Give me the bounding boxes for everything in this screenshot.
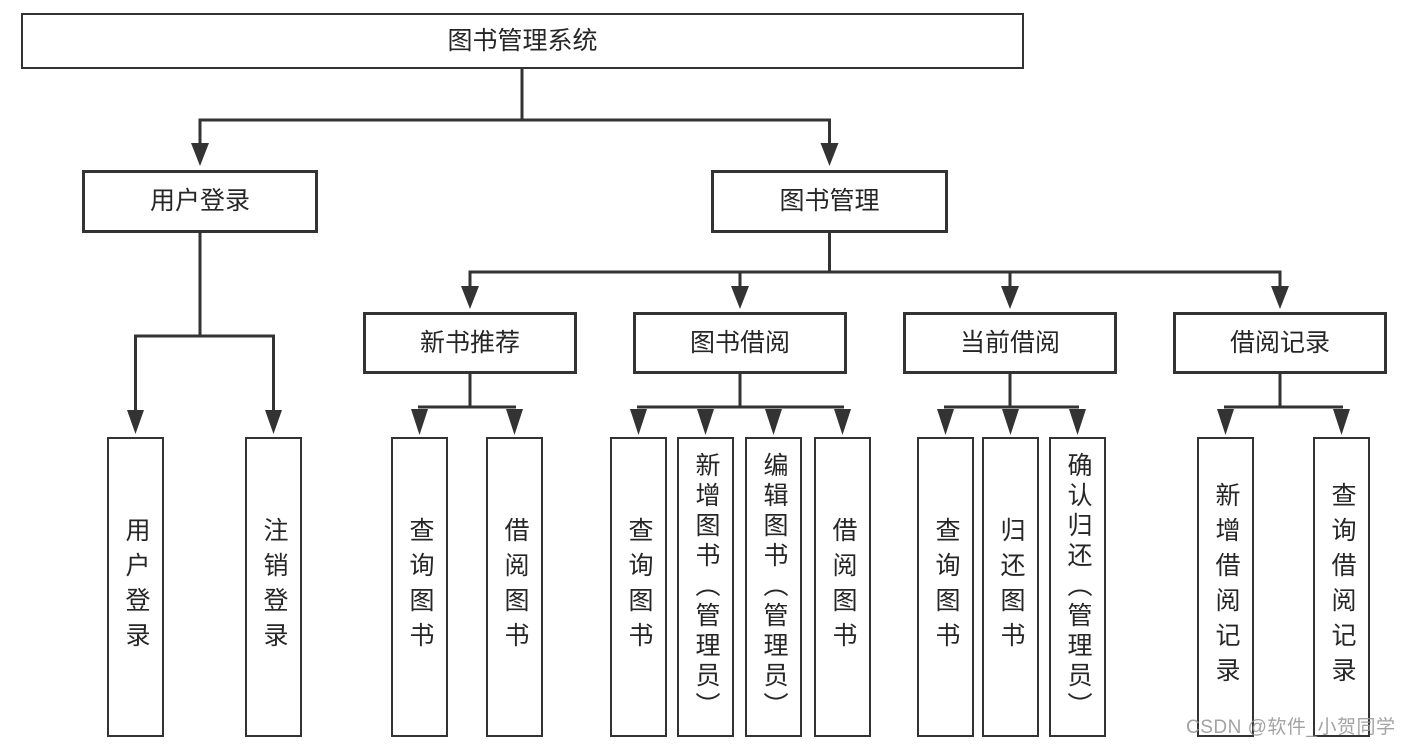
node-book-management: 图书管理 — [711, 170, 948, 233]
leaf-edit-book-admin-label: 编辑图书（管理员） — [760, 452, 788, 722]
leaf-return-book-label: 归还图书 — [997, 517, 1025, 657]
leaf-query-books-recommend-label: 查询图书 — [406, 517, 434, 657]
node-book-borrow-label: 图书借阅 — [689, 328, 790, 357]
leaf-user-login: 用户登录 — [107, 437, 164, 737]
node-borrow-records-label: 借阅记录 — [1229, 328, 1330, 357]
node-borrow-records: 借阅记录 — [1173, 312, 1387, 374]
node-user-login: 用户登录 — [82, 170, 318, 233]
node-new-book-recommend: 新书推荐 — [363, 312, 577, 374]
node-book-borrow: 图书借阅 — [633, 312, 847, 374]
leaf-add-book-admin-label: 新增图书（管理员） — [692, 452, 720, 722]
leaf-logout-label: 注销登录 — [260, 517, 288, 657]
leaf-confirm-return-admin: 确认归还（管理员） — [1049, 437, 1106, 737]
leaf-logout: 注销登录 — [245, 437, 302, 737]
leaf-user-login-label: 用户登录 — [122, 517, 150, 657]
node-root-label: 图书管理系统 — [447, 26, 598, 55]
leaf-query-books-current: 查询图书 — [917, 437, 974, 737]
node-current-borrow-label: 当前借阅 — [959, 328, 1060, 357]
node-current-borrow: 当前借阅 — [903, 312, 1117, 374]
csdn-watermark: CSDN @软件_小贺同学 — [1186, 717, 1396, 738]
leaf-query-books-current-label: 查询图书 — [932, 517, 960, 657]
leaf-query-books-recommend: 查询图书 — [391, 437, 448, 737]
leaf-confirm-return-admin-label: 确认归还（管理员） — [1064, 452, 1092, 722]
leaf-add-borrow-record: 新增借阅记录 — [1197, 437, 1254, 737]
node-new-book-recommend-label: 新书推荐 — [419, 328, 520, 357]
leaf-borrow-books-label: 借阅图书 — [829, 517, 857, 657]
leaf-query-borrow-record: 查询借阅记录 — [1313, 437, 1370, 737]
leaf-query-books-borrow-label: 查询图书 — [625, 517, 653, 657]
leaf-add-borrow-record-label: 新增借阅记录 — [1212, 482, 1240, 692]
leaf-borrow-books: 借阅图书 — [814, 437, 871, 737]
node-root: 图书管理系统 — [21, 13, 1024, 69]
leaf-borrow-books-recommend: 借阅图书 — [486, 437, 543, 737]
leaf-edit-book-admin: 编辑图书（管理员） — [745, 437, 802, 737]
leaf-add-book-admin: 新增图书（管理员） — [677, 437, 734, 737]
node-book-management-label: 图书管理 — [779, 187, 880, 215]
leaf-borrow-books-recommend-label: 借阅图书 — [501, 517, 529, 657]
node-user-login-label: 用户登录 — [149, 187, 250, 215]
leaf-query-borrow-record-label: 查询借阅记录 — [1328, 482, 1356, 692]
leaf-return-book: 归还图书 — [982, 437, 1039, 737]
leaf-query-books-borrow: 查询图书 — [610, 437, 667, 737]
